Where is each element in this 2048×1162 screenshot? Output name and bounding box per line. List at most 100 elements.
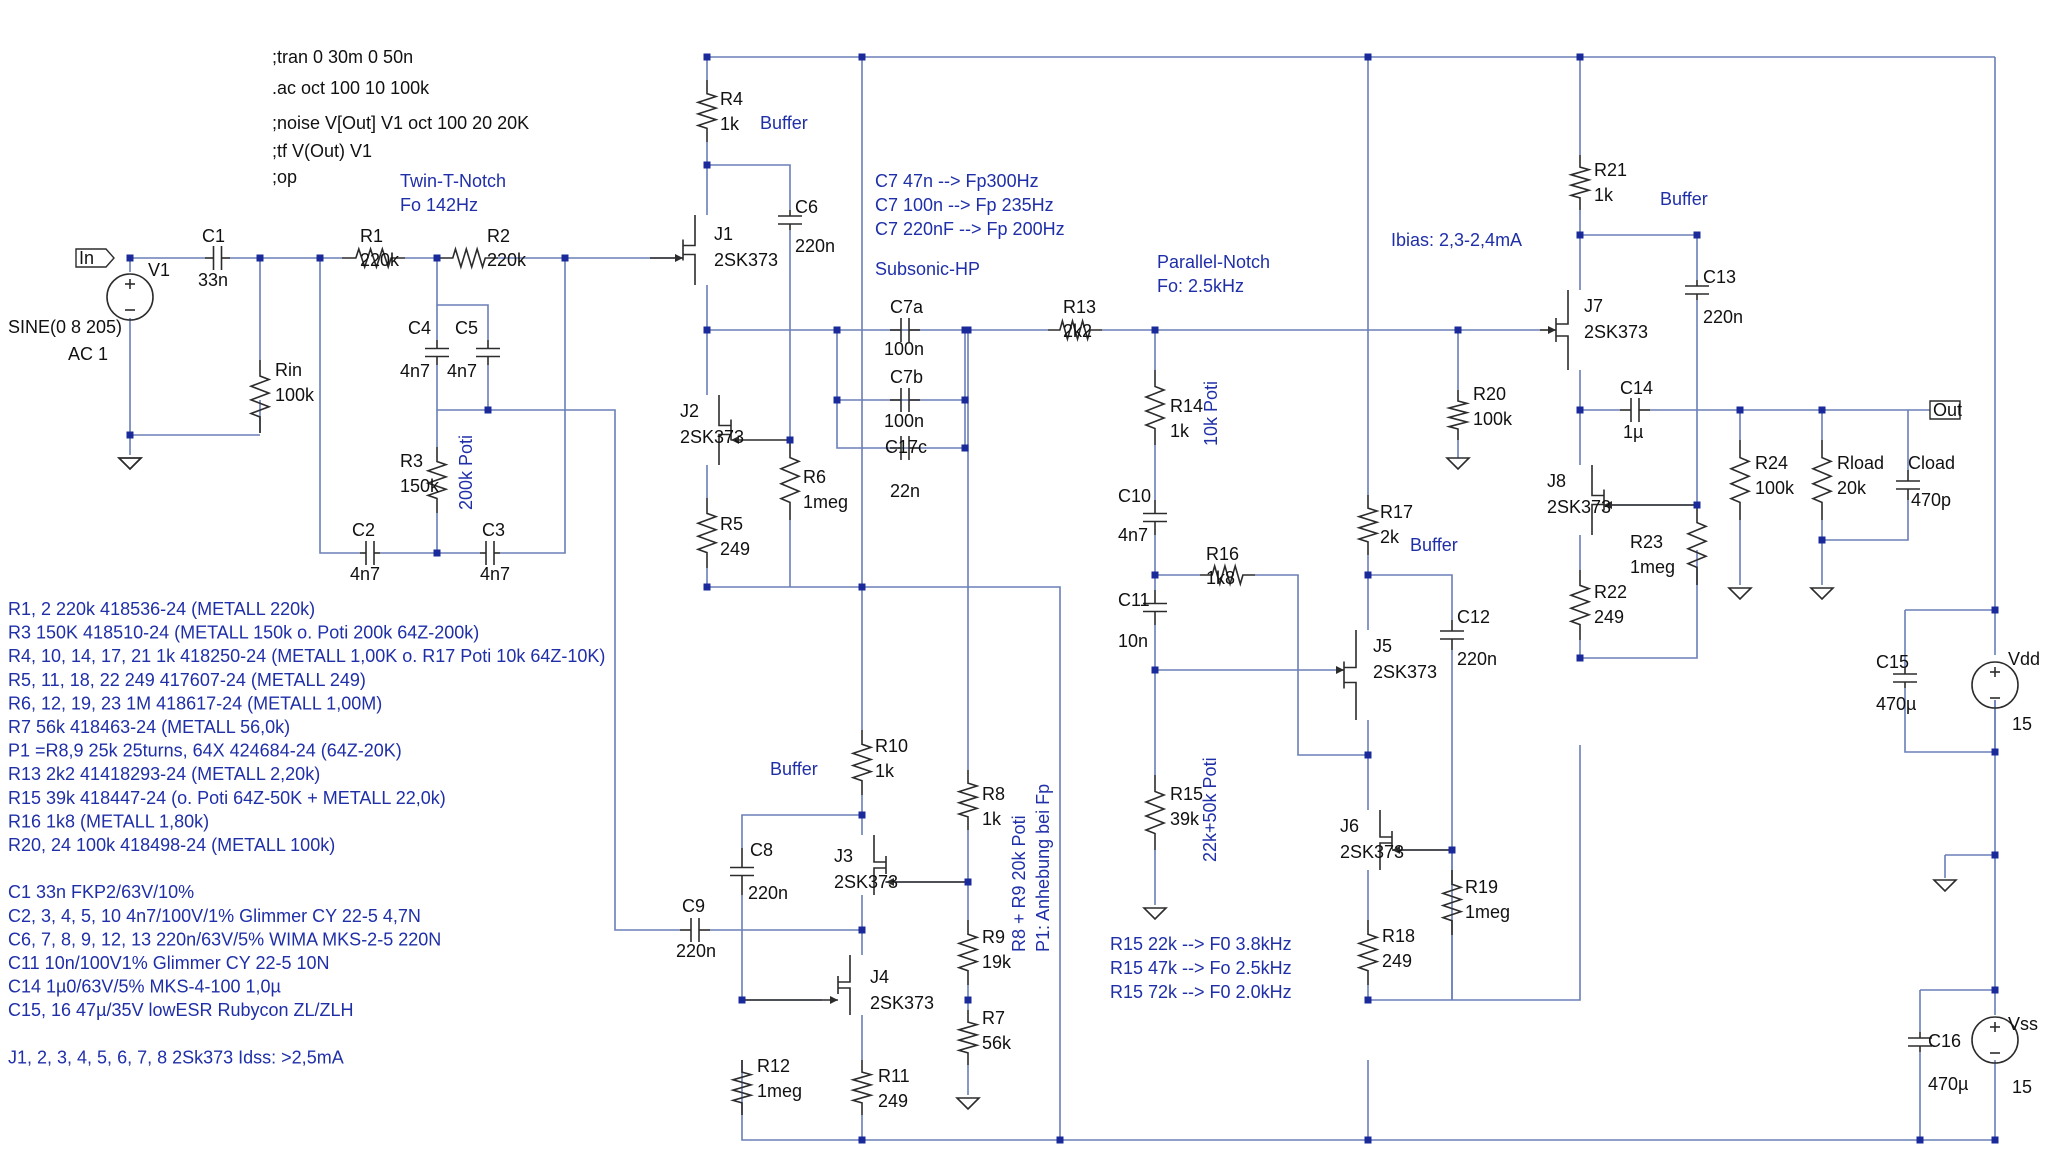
port-flag [75,248,115,268]
j2-value: 2SK373 [680,427,744,447]
r7-name: R7 [982,1008,1005,1028]
c3-value: 4n7 [480,564,510,584]
r5-value: 249 [720,539,750,559]
j3-arrow [886,878,894,886]
bom-line: C2, 3, 4, 5, 10 4n7/100V/1% Glimmer CY 2… [8,906,421,926]
ground-symbol [1932,879,1958,893]
junction-dot [1736,406,1744,414]
j7-value: 2SK373 [1584,322,1648,342]
bom-line: R13 2k2 41418293-24 (METALL 2,20k) [8,764,320,784]
bom-line: C15, 16 47µ/35V lowESR Rubycon ZL/ZLH [8,1000,354,1020]
j5-arrow [1336,666,1344,674]
r16-name: R16 [1206,544,1239,564]
rload-name: Rload [1837,453,1884,473]
p1-note: P1: Anhebung bei Fp [1033,784,1053,952]
r15-note-2: R15 47k --> Fo 2.5kHz [1110,958,1292,978]
rin-value: 100k [275,385,315,405]
r11-name: R11 [878,1066,910,1086]
spice-directive: ;tf V(Out) V1 [272,141,372,161]
r19-value: 1meg [1465,902,1510,922]
r21-resistor [1568,155,1592,210]
ground-symbol [1445,457,1471,471]
vss-name: Vss [2008,1014,2038,1034]
cload-value: 470p [1911,490,1951,510]
j4-value: 2SK373 [870,993,934,1013]
bom-line: R20, 24 100k 418498-24 (METALL 100k) [8,835,335,855]
j7-source [1556,335,1569,370]
c14-value: 1µ [1623,422,1643,442]
bom-line: R5, 11, 18, 22 249 417607-24 (METALL 249… [8,670,366,690]
r7-value: 56k [982,1033,1012,1053]
buffer-j5-label: Buffer [1410,535,1458,555]
r9-name: R9 [982,927,1005,947]
wire [1580,234,1698,280]
c17c-value: 22n [890,481,920,501]
junction-dot [964,326,972,334]
junction-dot [1991,748,1999,756]
r1-name: R1 [360,226,383,246]
junction-dot [1991,606,1999,614]
c16-name: C16 [1928,1031,1961,1051]
r10-name: R10 [875,736,908,756]
wire [319,258,360,554]
wire [741,1060,862,1141]
rin-name: Rin [275,360,302,380]
junction-dot [1576,231,1584,239]
wire [1822,500,1909,541]
c9-value: 220n [676,941,716,961]
wire [488,409,680,931]
ground-symbol [955,1097,981,1111]
r12-name: R12 [757,1056,790,1076]
bom-line: R4, 10, 14, 17, 21 1k 418250-24 (METALL … [8,646,605,666]
junction-dot [738,996,746,1004]
junction-dot [1818,406,1826,414]
spice-directive: ;noise V[Out] V1 oct 100 20 20K [272,113,529,133]
j4-drain [838,955,851,983]
parallel-notch-fo: Fo: 2.5kHz [1157,276,1244,296]
junction-dot [858,926,866,934]
wire [1368,745,1581,1001]
bom-line: R15 39k 418447-24 (o. Poti 64Z-50K + MET… [8,788,446,808]
c5-name: C5 [455,318,478,338]
wire [436,258,489,340]
r22-value: 249 [1594,607,1624,627]
r8-resistor [956,770,980,830]
junction-dot [1364,571,1372,579]
ground-symbol [117,457,143,471]
junction-dot [256,254,264,262]
junction-dot [964,996,972,1004]
bom-line: R6, 12, 19, 23 1M 418617-24 (METALL 1,00… [8,693,382,713]
junction-dot [961,444,969,452]
j1-arrow [675,254,683,262]
spice-directive: ;op [272,167,297,187]
vdd-source-symbol [1971,661,2019,709]
r12-value: 1meg [757,1081,802,1101]
v1-source-symbol [106,273,154,321]
r20-resistor [1445,390,1471,440]
r13-name: R13 [1063,297,1096,317]
r23-name: R23 [1630,532,1663,552]
junction-dot [1151,571,1159,579]
junction-dot [858,811,866,819]
junction-dot [1364,53,1372,61]
c9-name: C9 [682,896,705,916]
r15-note-1: R15 22k --> F0 3.8kHz [1110,934,1292,954]
r21-value: 1k [1594,185,1614,205]
bom-line: C6, 7, 8, 9, 12, 13 220n/63V/5% WIMA MKS… [8,929,441,949]
poti-10k-note: 10k Poti [1201,381,1221,446]
v1-ac: AC 1 [68,344,108,364]
r10-resistor [850,730,874,795]
ground-symbol [1809,587,1835,601]
r4-resistor [695,80,719,142]
c15-value: 470µ [1876,694,1916,714]
port-label: In [79,248,94,268]
j3-source [873,867,886,895]
r6-name: R6 [803,467,826,487]
junction-dot [1364,751,1372,759]
poti-22k-note: 22k+50k Poti [1200,757,1220,862]
wire [741,814,862,848]
c7b-name: C7b [890,367,923,387]
c11-name: C11 [1118,590,1150,610]
junction-dot [964,878,972,886]
junction-dots [126,53,1999,1144]
